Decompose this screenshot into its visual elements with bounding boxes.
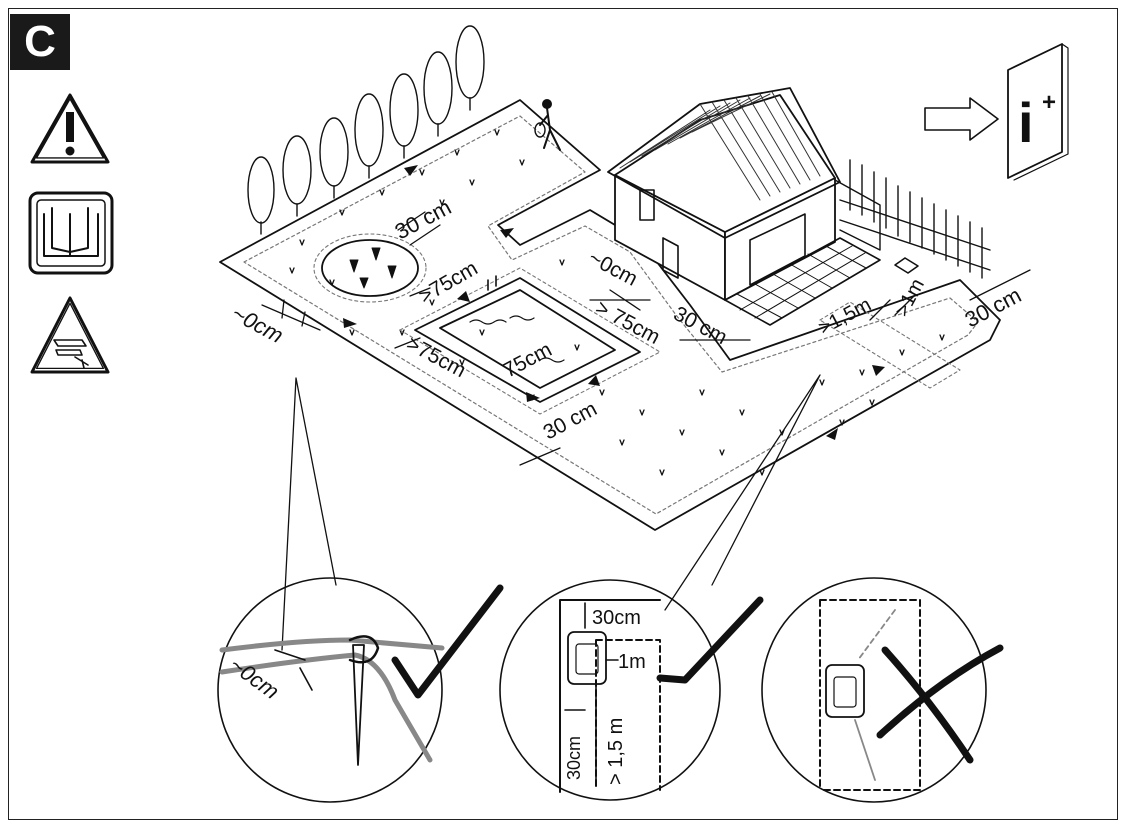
label-gt75-flowers: >75cm (415, 257, 482, 309)
flower-bed (313, 233, 427, 303)
info-plus: + (1042, 89, 1056, 116)
safety-sign-icon (30, 296, 110, 374)
dimension-lines (261, 211, 1031, 466)
figure-frame (8, 8, 1118, 820)
patio (724, 237, 881, 326)
detail-zero-label: ~0cm (225, 652, 284, 704)
fence (834, 159, 991, 279)
detail-incorrect-station (761, 577, 1004, 803)
label-pool-75: 75cm (500, 338, 556, 382)
detail-correct-station (499, 579, 764, 801)
info-letter: i (1018, 91, 1034, 154)
label-gt15m: >1,5m (815, 294, 875, 340)
detail-1-5m: > 1,5 m (605, 718, 627, 785)
wire-direction-arrows (343, 165, 885, 440)
house (607, 87, 841, 301)
grass-marks (289, 129, 945, 476)
lawn-outline (219, 99, 1001, 531)
label-gt1m: >1m (891, 275, 929, 320)
label-zero-house: ~0cm (585, 246, 642, 291)
detail-30cm-left: 30cm (564, 736, 584, 780)
info-booklet (924, 43, 1069, 181)
manual-icon (28, 191, 114, 275)
detail-wire-peg (217, 577, 504, 803)
label-zero-left: ~0cm (228, 300, 288, 348)
charging-station (819, 257, 961, 389)
tree-row (247, 25, 485, 235)
callout-lines (281, 374, 821, 651)
warning-icon (30, 93, 110, 164)
label-thirty-house: 30 cm (670, 302, 731, 349)
person-figure (534, 99, 561, 151)
label-thirty-pool: 30 cm (540, 397, 601, 444)
detail-30cm-top: 30cm (592, 607, 641, 629)
detail-1m: 1m (618, 651, 646, 673)
pool (399, 267, 661, 415)
section-badge: C (10, 14, 70, 70)
